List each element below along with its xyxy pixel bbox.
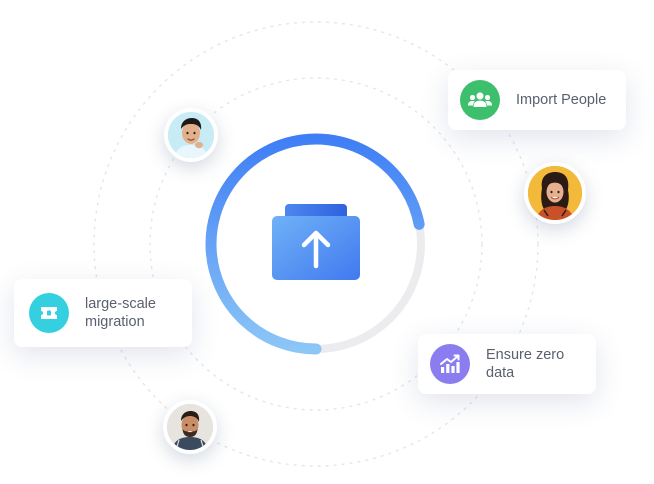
upload-folder-icon (272, 204, 360, 280)
person-avatar-3 (163, 400, 217, 454)
ensure-zero-data-card: Ensure zero data (418, 334, 596, 394)
ticket-icon (29, 293, 69, 333)
person-avatar-1 (164, 108, 218, 162)
migration-label-line2: migration (85, 314, 145, 330)
ensure-label-line2: data (486, 365, 515, 381)
trending-chart-icon (430, 344, 470, 384)
ensure-zero-data-label: Ensure zero data (486, 346, 564, 382)
inner-orbit (149, 77, 483, 411)
progress-arc (205, 133, 425, 355)
people-group-icon (460, 80, 500, 120)
person-avatar-2 (524, 162, 586, 224)
migration-label-line1: large-scale (85, 296, 156, 312)
migration-label: large-scale migration (85, 295, 156, 331)
import-people-label: Import People (516, 92, 607, 108)
ensure-label-line1: Ensure zero (486, 347, 565, 363)
import-people-card: Import People (448, 70, 626, 130)
outer-orbit (93, 21, 539, 467)
migration-card: large-scale migration (14, 279, 192, 347)
